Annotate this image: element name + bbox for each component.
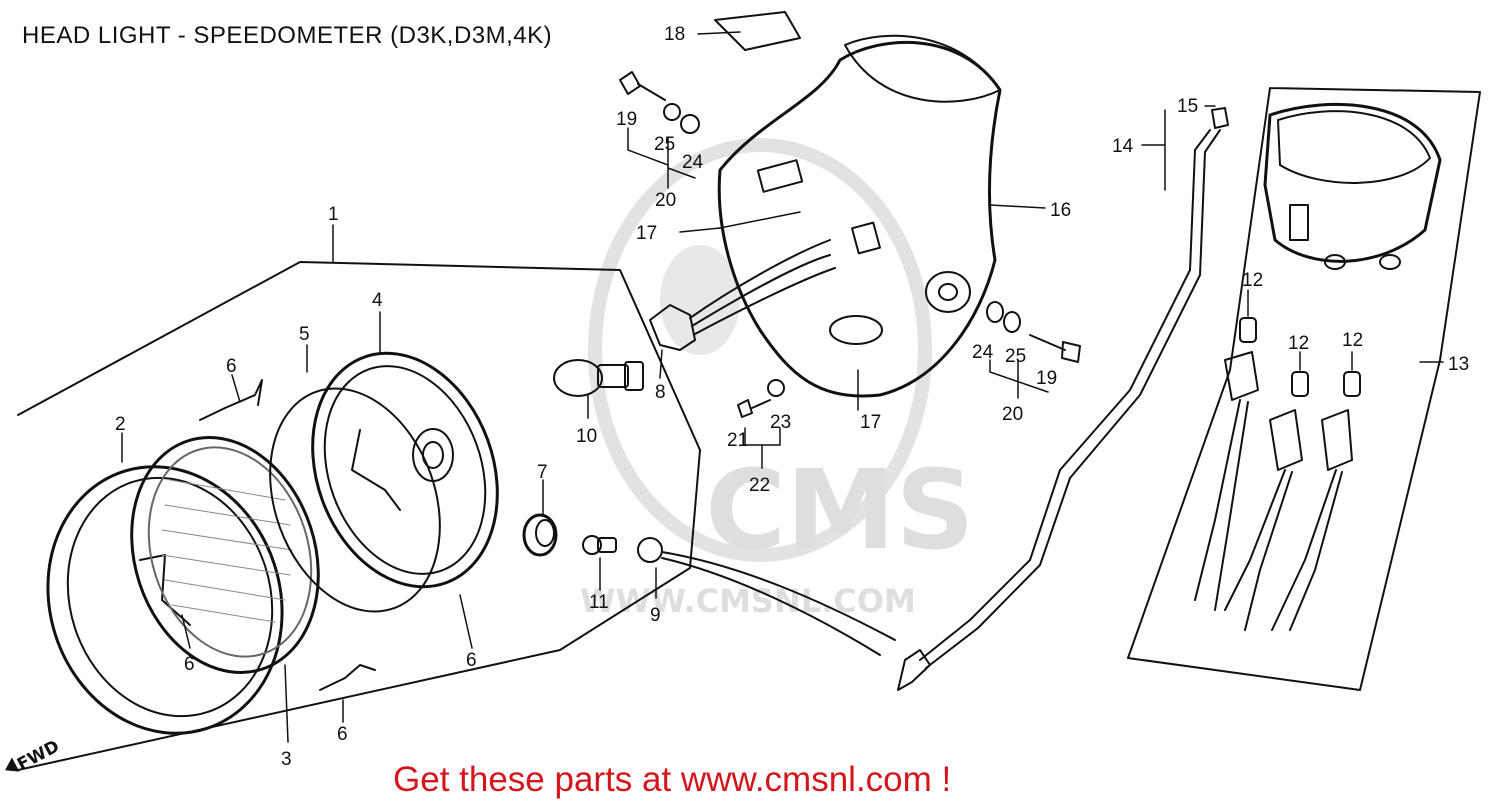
headlight-shell: [717, 34, 1002, 398]
speedometer-unit: [1263, 102, 1442, 270]
bolt-right: [986, 301, 1081, 363]
callout-12-b: 12: [1288, 333, 1309, 354]
bolt-upper-left: [619, 71, 700, 134]
meter-bulb-socket-1: [1194, 317, 1259, 611]
callout-16: 16: [1050, 200, 1071, 221]
watermark-url: WWW.CMSNL.COM: [580, 582, 916, 620]
callout-labels: 1 2 3 4 5 6 6 6 6 7 8 9 10 11 12 12 12 1…: [115, 24, 1469, 770]
callout-20-lower: 20: [1002, 404, 1023, 425]
position-light-bulb: [582, 535, 617, 555]
callout-6-case: 6: [466, 650, 477, 671]
fwd-label: FWD: [14, 737, 63, 776]
callout-25-lower: 25: [1005, 346, 1026, 367]
callout-19-upper: 19: [616, 109, 637, 130]
callout-8: 8: [655, 382, 666, 403]
callout-13: 13: [1448, 354, 1469, 375]
bolt-lower: [737, 379, 785, 418]
callout-23: 23: [770, 412, 791, 433]
meter-bulb-socket-2: [1224, 371, 1309, 631]
callout-24-upper: 24: [682, 152, 704, 173]
speedometer-group-outline: [1127, 87, 1481, 691]
spring-clip-bottom: [319, 664, 376, 691]
leader-lines: [121, 31, 1444, 743]
headlight-bulb: [553, 359, 644, 397]
callout-24-lower: 24: [972, 342, 994, 363]
callout-6-bottom: 6: [337, 724, 348, 745]
callout-22: 22: [749, 475, 770, 496]
callout-18: 18: [664, 24, 685, 45]
callout-7: 7: [537, 462, 548, 483]
callout-11: 11: [589, 592, 609, 613]
position-light-socket: [637, 537, 896, 656]
callout-6-rim: 6: [184, 654, 195, 675]
callout-17-upper: 17: [636, 223, 657, 244]
callout-19-lower: 19: [1036, 368, 1057, 389]
emblem: [714, 11, 801, 51]
speedometer-cable: [897, 107, 1229, 691]
footer-cta: Get these parts at www.cmsnl.com !: [393, 760, 952, 799]
callout-1: 1: [328, 204, 339, 225]
meter-bulb-socket-3: [1271, 371, 1361, 631]
callout-14: 14: [1112, 136, 1134, 157]
callout-6-top: 6: [226, 356, 237, 377]
headlight-lens: [130, 436, 320, 674]
watermark-logo: CMS: [705, 446, 974, 574]
callout-2: 2: [115, 414, 126, 435]
spring-clip-top: [199, 379, 263, 421]
diagram-title: HEAD LIGHT - SPEEDOMETER (D3K,D3M,4K): [22, 22, 553, 49]
headlight-case: [311, 351, 499, 589]
callout-12-a: 12: [1242, 270, 1263, 291]
callout-9: 9: [650, 605, 661, 626]
fwd-arrow: FWD: [5, 737, 63, 776]
headlight-group-outline: [17, 261, 701, 771]
grommet: [522, 513, 558, 557]
cms-watermark: CMS WWW.CMSNL.COM: [580, 138, 975, 620]
callout-17-lower: 17: [860, 412, 881, 433]
headlight-rim: [46, 465, 284, 735]
callout-4: 4: [372, 290, 383, 311]
callout-10: 10: [576, 426, 597, 447]
callout-12-c: 12: [1342, 330, 1363, 351]
headlight-oring: [269, 387, 441, 613]
callout-25-upper: 25: [654, 134, 675, 155]
callout-3: 3: [281, 749, 292, 770]
callout-15: 15: [1177, 96, 1198, 117]
callout-21: 21: [727, 430, 748, 451]
bulb-socket: [649, 239, 836, 351]
callout-20-upper: 20: [655, 190, 676, 211]
callout-5: 5: [299, 324, 310, 345]
